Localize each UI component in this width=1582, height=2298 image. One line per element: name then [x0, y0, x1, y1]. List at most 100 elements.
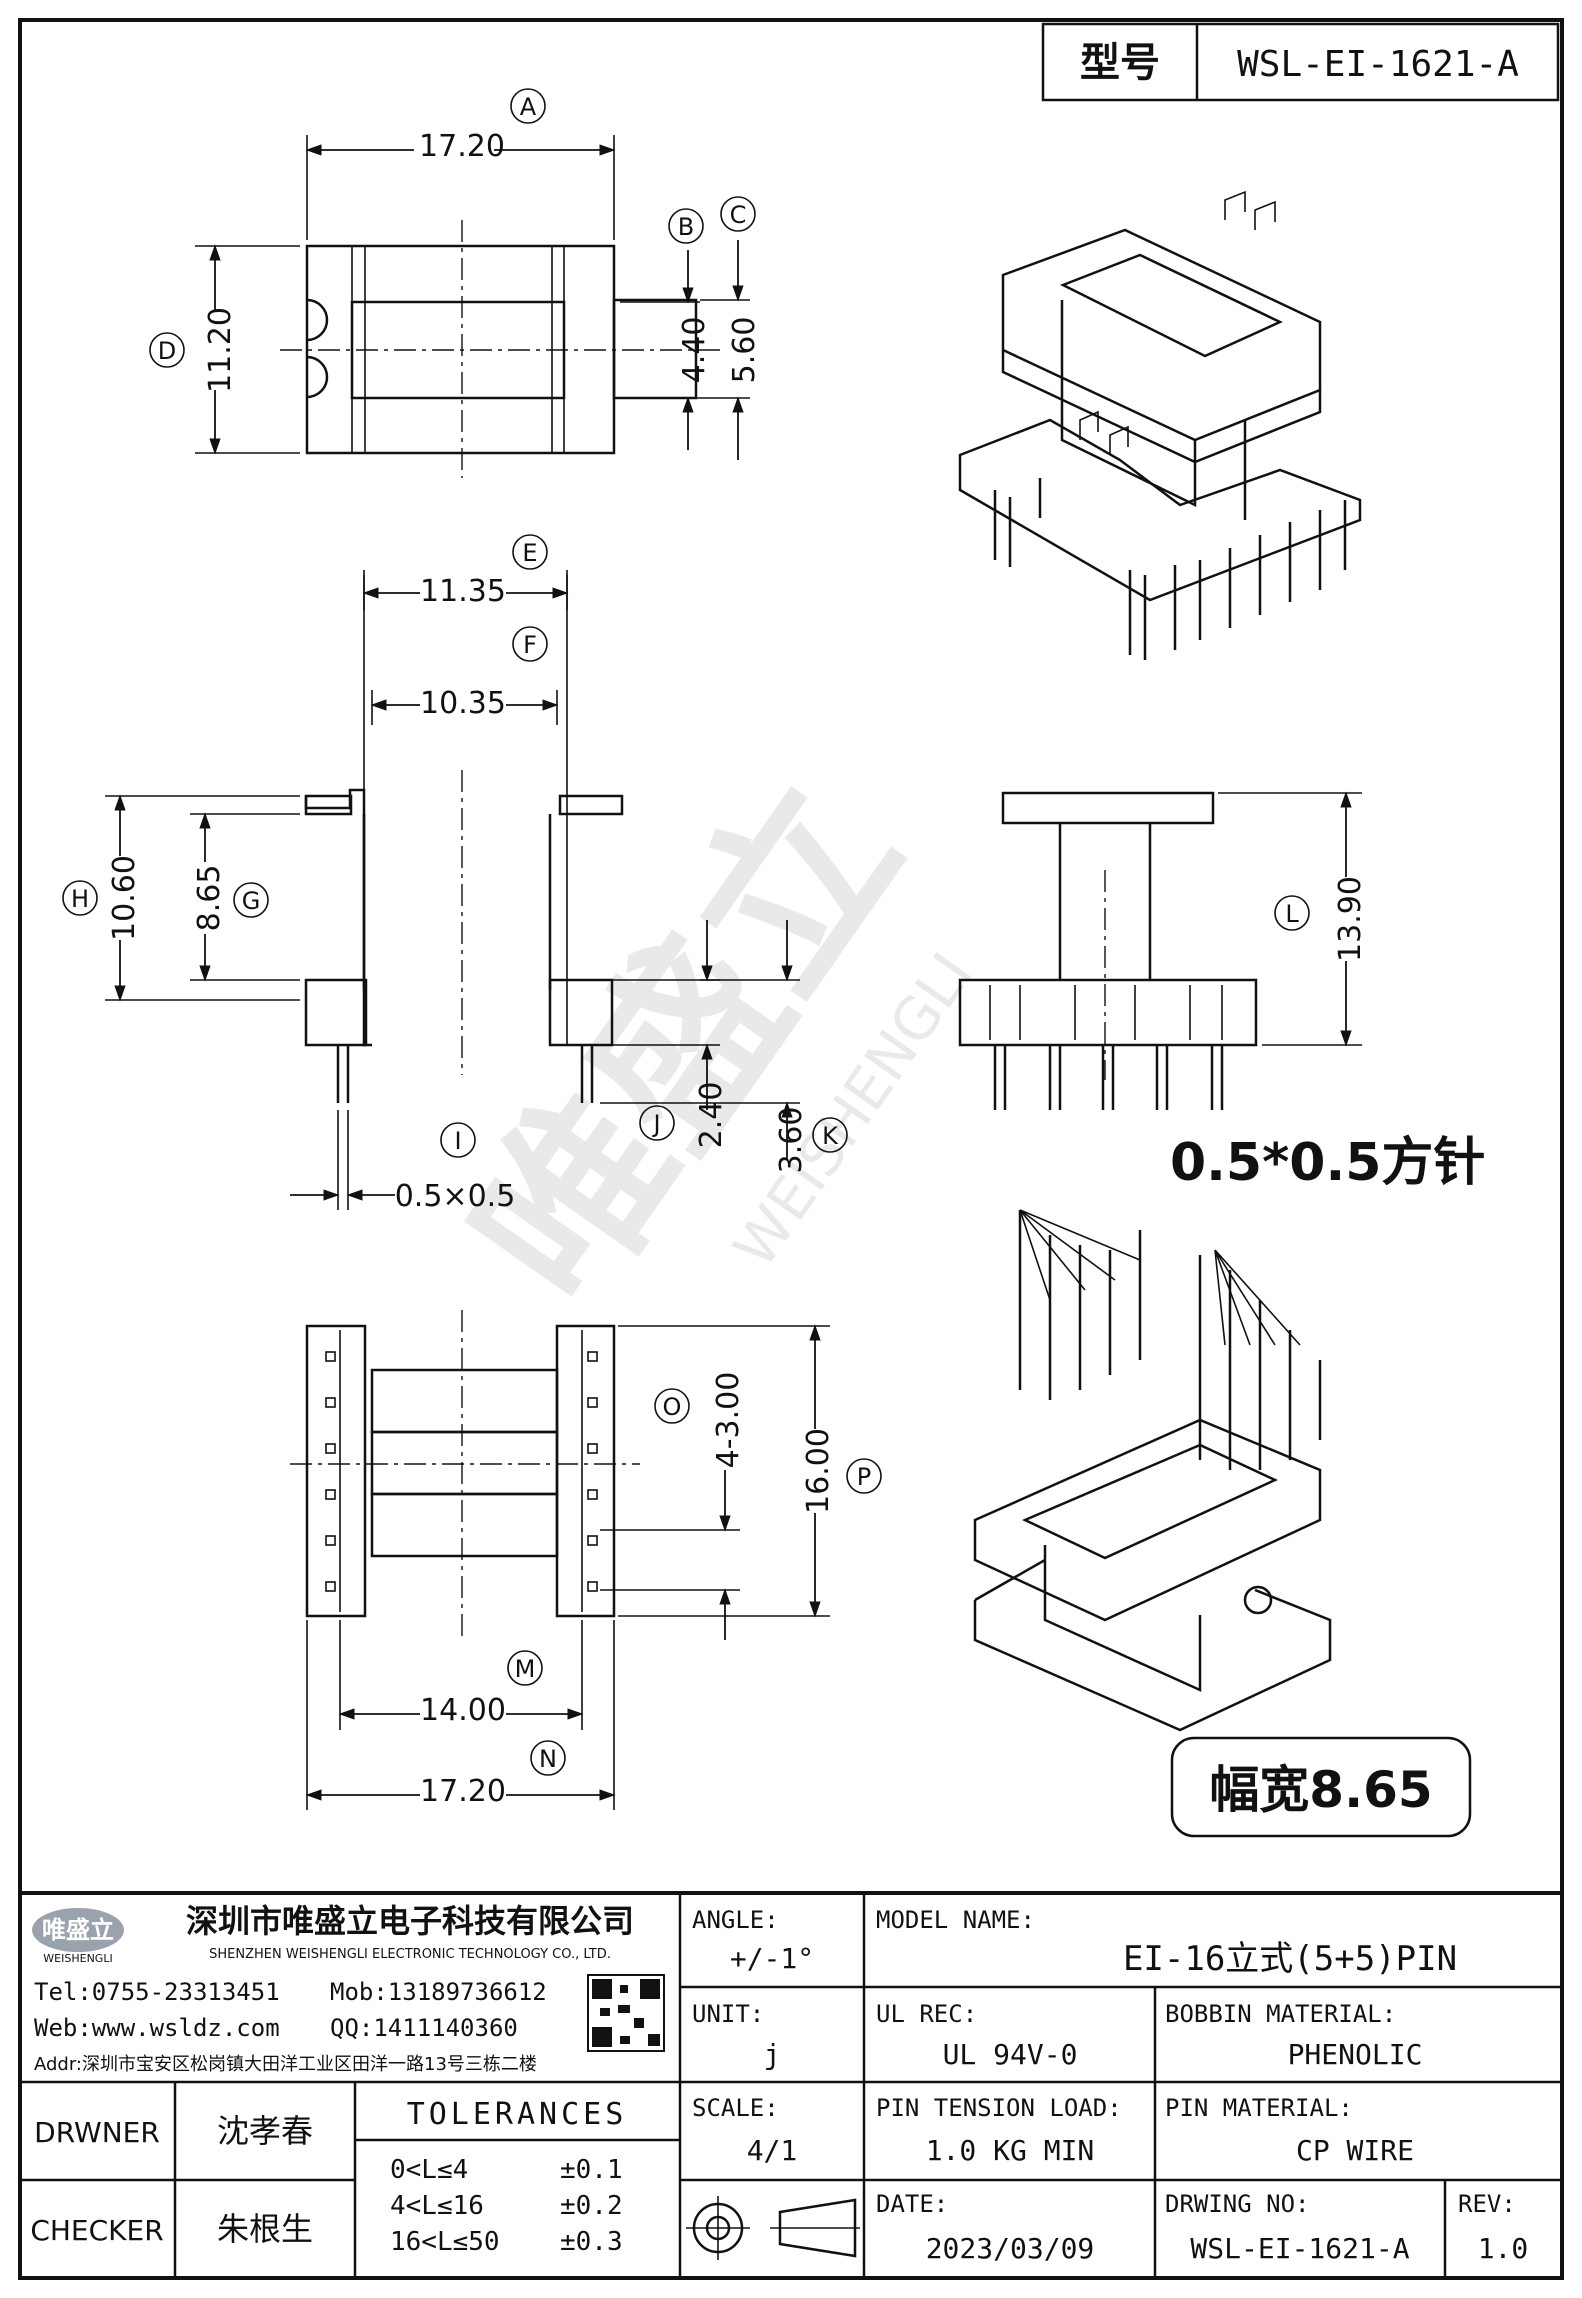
width-note-box: 幅宽8.65 — [1170, 1736, 1472, 1838]
callout-I: I — [454, 1127, 461, 1155]
dim-K-value: 3.60 — [774, 1107, 809, 1174]
scale-value: 4/1 — [747, 2134, 798, 2167]
logo-sub: WEISHENGLI — [43, 1952, 112, 1965]
dim-N: 17.20 N — [305, 1620, 616, 1810]
callout-N: N — [539, 1745, 557, 1773]
top-view — [280, 220, 720, 478]
model-name-label: MODEL NAME: — [876, 1906, 1035, 1934]
dim-J: 2.40 J — [600, 920, 729, 1148]
model-box-label: 型号 — [1080, 40, 1160, 86]
dim-L-value: 13.90 — [1333, 876, 1368, 962]
title-block: 唯盛立 WEISHENGLI 深圳市唯盛立电子科技有限公司 SHENZHEN W… — [20, 1891, 1562, 2278]
company-qq: QQ:1411140360 — [330, 2014, 518, 2042]
ul-rec-value: UL 94V-0 — [943, 2038, 1078, 2071]
dim-E-value: 11.35 — [420, 574, 506, 609]
unit-value: j — [764, 2038, 781, 2071]
date-label: DATE: — [876, 2190, 948, 2218]
dim-D: 11.20 D — [149, 244, 300, 455]
pin-tension-value: 1.0 KG MIN — [926, 2134, 1095, 2167]
model-box: 型号 WSL-EI-1621-A — [1041, 22, 1560, 102]
date-value: 2023/03/09 — [926, 2232, 1095, 2265]
tol-row-3-range: 16<L≤50 — [390, 2227, 500, 2257]
rev-label: REV: — [1458, 2190, 1516, 2218]
dim-D-value: 11.20 — [203, 307, 238, 393]
dim-H-value: 10.60 — [107, 855, 142, 941]
callout-J: J — [651, 1110, 660, 1138]
dim-A-value: 17.20 — [419, 129, 505, 164]
checker-value: 朱根生 — [217, 2210, 313, 2248]
checker-label: CHECKER — [30, 2214, 163, 2247]
width-note: 幅宽8.65 — [1209, 1761, 1432, 1819]
model-box-value: WSL-EI-1621-A — [1237, 44, 1519, 85]
dim-K: 3.60 K — [600, 920, 848, 1174]
dim-I: 0.5×0.5 I — [290, 1110, 515, 1214]
bottom-view — [290, 1310, 640, 1640]
dim-C-value: 5.60 — [727, 317, 762, 384]
callout-A: A — [520, 93, 537, 121]
bobbin-material-label: BOBBIN MATERIAL: — [1165, 2000, 1396, 2028]
tol-row-2-range: 4<L≤16 — [390, 2191, 484, 2221]
isometric-view-bottom — [973, 1209, 1332, 1732]
dim-I-value: 0.5×0.5 — [395, 1179, 516, 1214]
pin-note: 0.5*0.5方针 — [1170, 1133, 1485, 1193]
company-logo: 唯盛立 WEISHENGLI — [32, 1908, 124, 1965]
dim-N-value: 17.20 — [420, 1774, 506, 1809]
dim-P-value: 16.00 — [801, 1428, 836, 1514]
sheet-border — [18, 18, 1564, 2280]
company-mob: Mob:13189736612 — [330, 1978, 547, 2006]
drawer-value: 沈孝春 — [217, 2112, 313, 2150]
dim-F-value: 10.35 — [420, 686, 506, 721]
drawing-no-label: DRWING NO: — [1165, 2190, 1310, 2218]
dim-J-value: 2.40 — [694, 1082, 729, 1149]
bottom-view-pins-left — [325, 1351, 336, 1592]
callout-C: C — [730, 201, 747, 229]
dim-H: 10.60 H — [62, 794, 300, 1002]
angle-label: ANGLE: — [692, 1906, 779, 1934]
drawer-label: DRWNER — [34, 2116, 160, 2149]
dim-F: 10.35 F — [370, 626, 559, 725]
company-name-en: SHENZHEN WEISHENGLI ELECTRONIC TECHNOLOG… — [209, 1947, 611, 1962]
bottom-view-pins-right — [587, 1351, 598, 1592]
pin-tension-label: PIN TENSION LOAD: — [876, 2094, 1122, 2122]
company-web: Web:www.wsldz.com — [34, 2014, 280, 2042]
dim-C: 5.60 C — [700, 196, 762, 460]
tol-row-1-value: ±0.1 — [560, 2155, 623, 2185]
dim-A: 17.20 A — [305, 88, 616, 240]
projection-symbol — [686, 2196, 860, 2260]
qr-code — [587, 1974, 665, 2052]
callout-H: H — [71, 885, 89, 913]
dim-B: 4.40 B — [620, 208, 712, 450]
callout-F: F — [523, 631, 537, 659]
dim-O-value: 4-3.00 — [711, 1372, 746, 1469]
pin-material-label: PIN MATERIAL: — [1165, 2094, 1353, 2122]
dim-M: 14.00 M — [338, 1620, 584, 1730]
company-addr: Addr:深圳市宝安区松岗镇大田洋工业区田洋一路13号三栋二楼 — [34, 2054, 537, 2075]
scale-label: SCALE: — [692, 2094, 779, 2122]
dim-B-value: 4.40 — [677, 317, 712, 384]
callout-E: E — [522, 539, 537, 567]
callout-B: B — [678, 213, 694, 241]
company-name-cn: 深圳市唯盛立电子科技有限公司 — [186, 1902, 634, 1940]
angle-value: +/-1° — [730, 1942, 814, 1975]
callout-K: K — [822, 1122, 839, 1150]
dim-P: 16.00 P — [618, 1324, 882, 1618]
dim-G-value: 8.65 — [192, 865, 227, 932]
dim-O: 4-3.00 O — [600, 1372, 746, 1640]
callout-G: G — [242, 887, 261, 915]
tol-row-1-range: 0<L≤4 — [390, 2155, 468, 2185]
bobbin-material-value: PHENOLIC — [1288, 2038, 1423, 2071]
callout-D: D — [158, 337, 176, 365]
logo-text: 唯盛立 — [42, 1916, 114, 1944]
company-tel: Tel:0755-23313451 — [34, 1978, 280, 2006]
callout-P: P — [857, 1463, 871, 1491]
rev-value: 1.0 — [1478, 2232, 1529, 2265]
model-name-value: EI-16立式(5+5)PIN — [1123, 1939, 1457, 1979]
callout-L: L — [1285, 900, 1299, 928]
dim-G: 8.65 G — [190, 812, 300, 982]
unit-label: UNIT: — [692, 2000, 764, 2028]
watermark: 唯盛立 WEISHENGLI — [432, 746, 985, 1340]
tolerances-title: TOLERANCES — [407, 2097, 628, 2132]
dim-L: 13.90 L — [1218, 791, 1368, 1047]
callout-M: M — [515, 1655, 536, 1683]
